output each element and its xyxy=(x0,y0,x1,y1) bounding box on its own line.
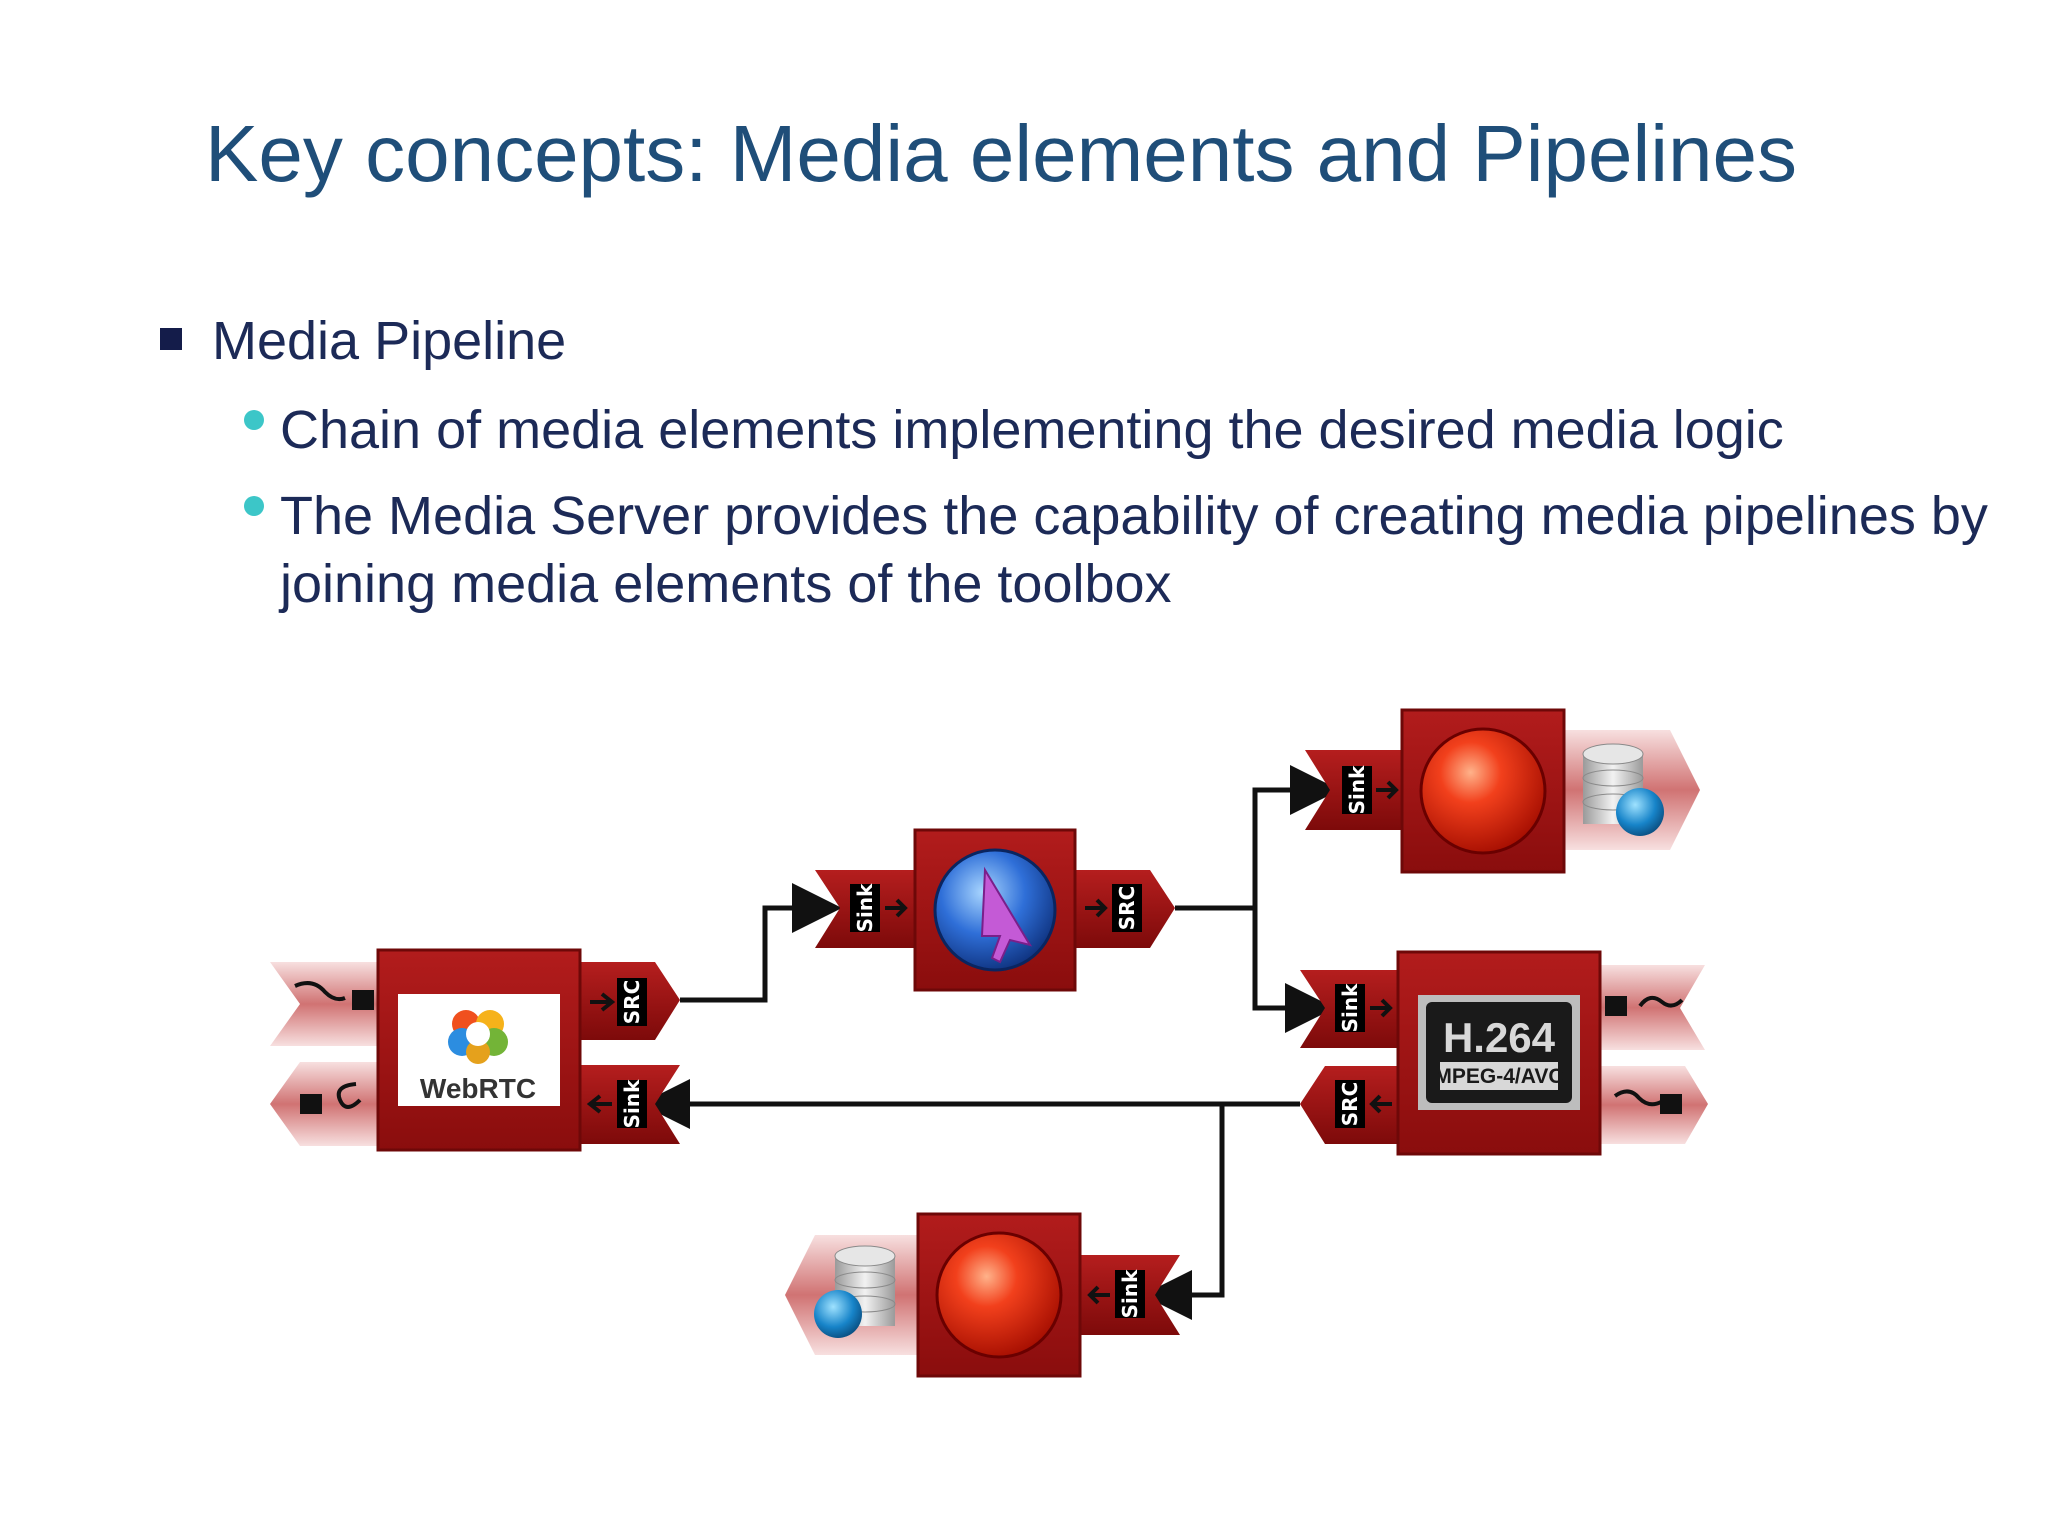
h264-subtitle: MPEG-4/AVC xyxy=(1434,1065,1563,1088)
recorder-bottom-element[interactable]: Sink xyxy=(785,1212,1180,1378)
database-globe-icon xyxy=(1582,743,1664,836)
record-button-icon xyxy=(935,1231,1063,1359)
input-ribbon xyxy=(1600,965,1705,1050)
database-globe-icon xyxy=(814,1245,896,1338)
slide-title: Key concepts: Media elements and Pipelin… xyxy=(205,109,1798,198)
wire-to-recorder-bottom xyxy=(1142,1104,1225,1320)
round-bullet-icon xyxy=(244,496,264,516)
sub-bullet-chain: Chain of media elements implementing the… xyxy=(244,396,2048,464)
h264-src-label: SRC xyxy=(1338,1082,1362,1126)
sub-bullet-text: The Media Server provides the capability… xyxy=(280,486,1988,614)
webrtc-logo xyxy=(448,1010,508,1064)
webrtc-label: WebRTC xyxy=(420,1073,536,1104)
bullet-list: Media Pipeline Chain of media elements i… xyxy=(160,310,2048,618)
sub-bullet-capability: The Media Server provides the capability… xyxy=(244,482,2048,618)
filter-src-label: SRC xyxy=(1115,886,1139,930)
recorder-bottom-sink-label: Sink xyxy=(1118,1269,1142,1318)
webrtc-element[interactable]: WebRTC SRC Sink xyxy=(270,948,680,1152)
sub-bullet-text: Chain of media elements implementing the… xyxy=(280,400,1784,460)
record-button-icon xyxy=(1419,727,1547,855)
webrtc-src-label: SRC xyxy=(620,980,644,1024)
round-bullet-icon xyxy=(244,410,264,430)
recorder-top-element[interactable]: Sink xyxy=(1305,708,1700,874)
wire-to-h264 xyxy=(1252,908,1335,1033)
output-ribbon xyxy=(270,1062,380,1146)
wire-to-recorder-top xyxy=(1252,765,1340,908)
filter-element[interactable]: Sink SRC xyxy=(815,828,1175,992)
h264-sink-label: Sink xyxy=(1338,983,1362,1032)
recorder-top-sink-label: Sink xyxy=(1345,765,1369,814)
bullet-text: Media Pipeline xyxy=(212,311,567,371)
connection-wires xyxy=(640,765,1340,1320)
h264-title: H.264 xyxy=(1443,1014,1556,1061)
bullet-media-pipeline: Media Pipeline xyxy=(160,310,2048,372)
square-bullet-icon xyxy=(160,328,182,350)
webrtc-sink-label: Sink xyxy=(620,1079,644,1128)
filter-sink-label: Sink xyxy=(853,883,877,932)
h264-element[interactable]: H.264 MPEG-4/AVC Sink SRC xyxy=(1300,950,1708,1156)
wire-webrtc-to-filter xyxy=(680,883,842,1003)
